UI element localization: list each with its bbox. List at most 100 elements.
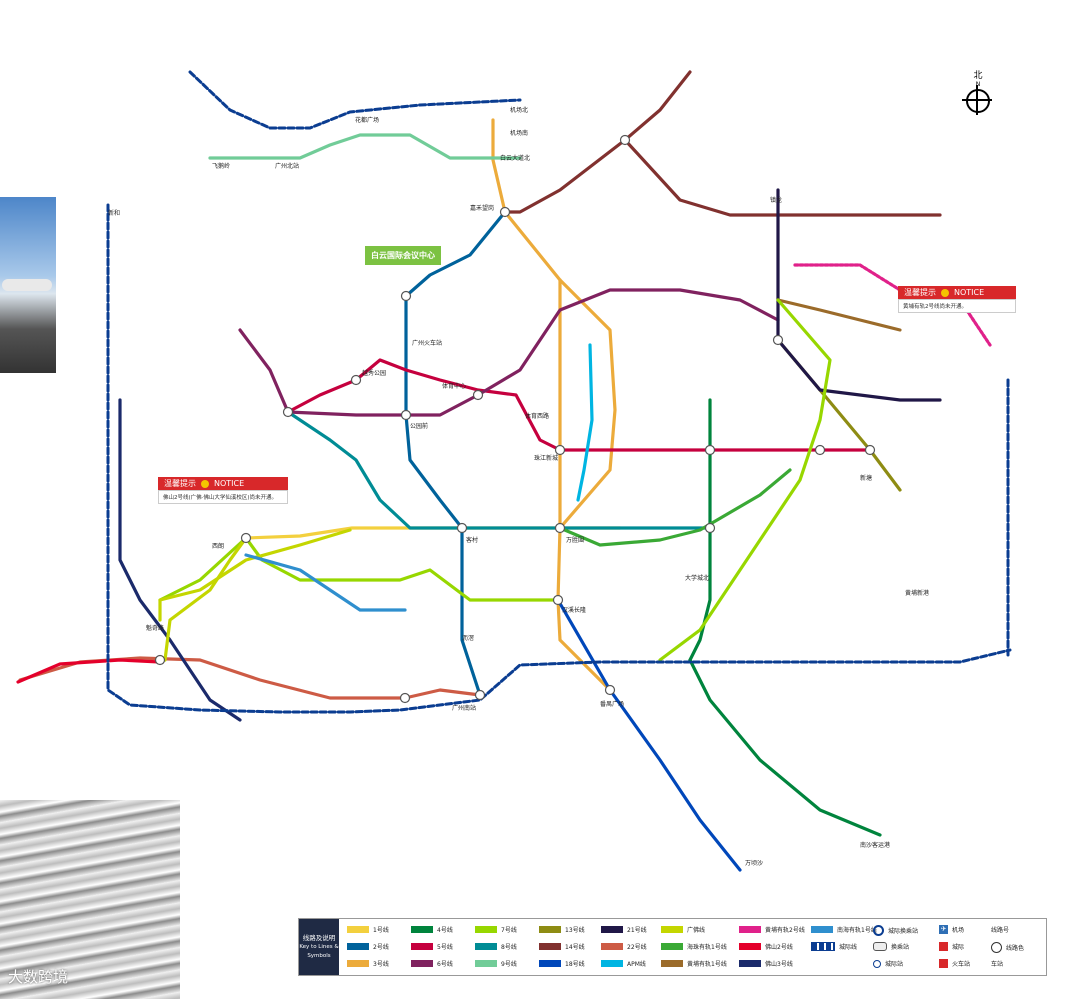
station-label: 新塘 (860, 474, 872, 482)
station-label: 万胜围 (566, 536, 584, 544)
station-label: 广州北站 (275, 162, 299, 170)
legend-swatch (739, 960, 761, 967)
line-14-branch (623, 138, 942, 217)
line-5 (286, 358, 872, 452)
legend-swatch (347, 926, 369, 933)
watermark: 大数跨境 (8, 968, 69, 986)
station-zhujiangxincheng[interactable] (554, 444, 566, 456)
airport-photo (0, 197, 56, 373)
station-wanshengwei[interactable] (554, 522, 566, 534)
legend-item: 南海有轨1号线 (811, 925, 877, 934)
intercity-airport (188, 70, 522, 130)
legend-item: 佛山2号线 (739, 942, 793, 951)
station-label: 飞鹅岭 (212, 162, 230, 170)
station-dashadong[interactable] (814, 444, 826, 456)
station-label: 机场北 (510, 106, 528, 114)
station-label: 新和 (108, 209, 120, 217)
station-label: 广州南站 (452, 704, 476, 712)
railway-station-icon (939, 959, 948, 968)
station-wanshengwei-east[interactable] (704, 522, 716, 534)
station-shiqi[interactable] (399, 692, 411, 704)
station-label: 镇龙 (770, 196, 782, 204)
station-label: 南沙客运港 (860, 841, 890, 849)
station-label: 花都广场 (355, 116, 379, 124)
compass-icon (962, 85, 992, 115)
conference-center-callout: 白云国际会议中心 (365, 246, 441, 265)
station-label: 广州火车站 (412, 339, 442, 347)
legend-item: 佛山3号线 (739, 959, 793, 968)
station-guangzhounan[interactable] (474, 689, 486, 701)
station-foshan-west[interactable] (154, 654, 166, 666)
line-apm (576, 343, 594, 502)
station-baiyun[interactable] (400, 290, 412, 302)
legend-swatch (601, 943, 623, 950)
line-huangpu-tram-1 (776, 298, 902, 332)
compass-north-label: 北 (973, 71, 983, 81)
station-label: 体育西路 (525, 412, 549, 420)
legend-swatch (411, 960, 433, 967)
station-label: 万顷沙 (745, 859, 763, 867)
legend-item: 2号线 (347, 942, 389, 951)
legend-swatch (661, 943, 683, 950)
station-label: 嘉禾望岗 (470, 204, 494, 212)
line-number-icon (991, 942, 1002, 953)
compass: 北 N (962, 68, 992, 115)
legend-heading: 线路及说明 Key to Lines & Symbols (299, 919, 339, 975)
station-xiaobei[interactable] (350, 374, 362, 386)
legend-item: ✈机场 (939, 925, 965, 934)
legend-item: 13号线 (539, 925, 585, 934)
line-21 (776, 188, 942, 402)
station-huangpu[interactable] (864, 444, 876, 456)
legend-item: 1号线 (347, 925, 389, 934)
line-guangfo (158, 528, 352, 622)
station-zhenlong[interactable] (619, 134, 631, 146)
station-label: 珠江新城 (534, 454, 558, 462)
station-kecun[interactable] (456, 522, 468, 534)
legend-item: 4号线 (411, 925, 453, 934)
legend-item: 城际换乘站 (873, 925, 918, 936)
station-xichang[interactable] (282, 406, 294, 418)
station-dongshankou[interactable] (472, 389, 484, 401)
legend-item: 6号线 (411, 959, 453, 968)
legend-swatch (811, 926, 833, 933)
legend-item: 城际站 (873, 959, 903, 968)
legend-item: 城际线 (811, 942, 857, 951)
legend-item: 黄埔有轨2号线 (739, 925, 805, 934)
station-chebei[interactable] (704, 444, 716, 456)
legend-item: 海珠有轨1号线 (661, 942, 727, 951)
legend-item: 5号线 (411, 942, 453, 951)
station-label: 白云大道北 (500, 154, 530, 162)
legend-swatch (661, 926, 683, 933)
station-gongyuanqian[interactable] (400, 409, 412, 421)
notice-header: 温馨提示 NOTICE (898, 286, 1016, 299)
station-label: 黄埔新港 (905, 589, 929, 597)
station-hanxi[interactable] (552, 594, 564, 606)
line-foshan-3 (118, 398, 242, 722)
intercity-station-icon (873, 959, 881, 968)
line-1-west (163, 536, 248, 662)
legend-swatch (601, 926, 623, 933)
interchange-stations (154, 134, 876, 704)
station-label: 魁奇路 (146, 624, 164, 632)
station-label: 西朗 (212, 542, 224, 550)
legend-item: 城际 (939, 942, 964, 951)
station-xiangxue[interactable] (772, 334, 784, 346)
station-labels: 嘉禾望岗 白云大道北 广州火车站 越秀公园 公园前 体育西路 珠江新城 客村 万… (108, 106, 929, 867)
legend-item: 9号线 (475, 959, 517, 968)
legend-swatch (411, 926, 433, 933)
station-label: 体育中心 (442, 382, 466, 390)
station-label: 越秀公园 (362, 369, 386, 377)
legend-item: 14号线 (539, 942, 585, 951)
legend-item: 黄埔有轨1号线 (661, 959, 727, 968)
station-label: 番禺广场 (600, 700, 624, 708)
legend-swatch (411, 943, 433, 950)
notice-foshan-2: 温馨提示 NOTICE 佛山2号线(广佛·佛山大学仙溪校区)尚未开通。 (158, 477, 288, 504)
station-panyuguangchang[interactable] (604, 684, 616, 696)
legend-item: 21号线 (601, 925, 647, 934)
line-south-green (688, 658, 882, 837)
notice-huangpu-tram: 温馨提示 NOTICE 黄埔有轨2号线尚未开通。 (898, 286, 1016, 313)
legend-item: 线路色 (991, 942, 1024, 953)
station-xilang[interactable] (240, 532, 252, 544)
station-jiahewanggang[interactable] (499, 206, 511, 218)
